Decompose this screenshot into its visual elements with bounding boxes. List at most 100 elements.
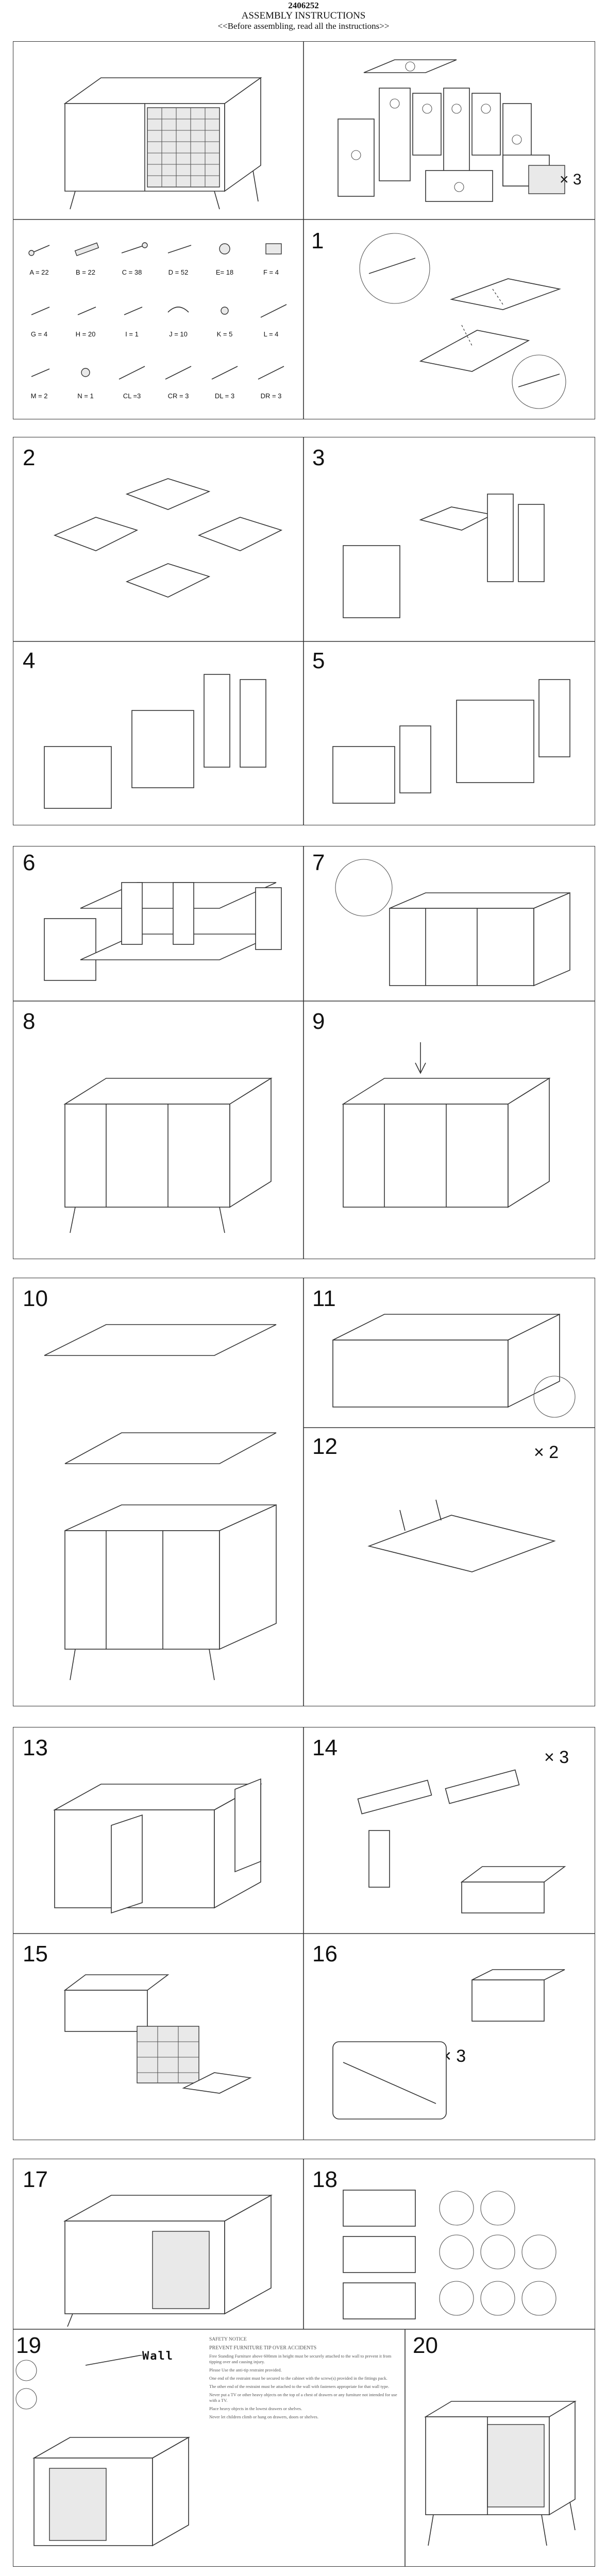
step-16-number: 16 — [312, 1941, 338, 1967]
hardware-item-cr: CR = 3 — [167, 392, 189, 400]
screw-k-icon — [221, 307, 229, 315]
hardware-item-cl: CL =3 — [123, 392, 141, 400]
handle-j-icon — [167, 307, 189, 313]
hardware-item-k: K = 5 — [216, 330, 233, 338]
hardware-item-i: I = 1 — [125, 330, 139, 338]
hardware-item-b: B = 22 — [76, 268, 95, 276]
sheet-steps-10-12: 10 11 12 × 2 — [13, 1278, 595, 1706]
step-4-number: 4 — [23, 648, 36, 673]
hardware-list: A = 22 B = 22 C = 38 D = 52 E= 18 F = 4 … — [19, 227, 297, 413]
step-1-illustration — [359, 233, 566, 409]
hardware-item-a: A = 22 — [29, 268, 49, 276]
hardware-item-c: C = 38 — [122, 268, 142, 276]
step-14-number: 14 — [312, 1735, 338, 1760]
step-6-number: 6 — [23, 850, 36, 875]
anchor-i-icon — [124, 307, 143, 315]
safety-line: Never put a TV or other heavy objects on… — [209, 2392, 397, 2403]
sheet-steps-2-5: 2 3 4 5 — [13, 437, 595, 825]
step-16-illustration — [332, 1969, 565, 2120]
cam-lock-e-icon — [219, 243, 230, 255]
step-14-multiplier: × 3 — [544, 1748, 569, 1767]
wall-label: Wall — [142, 2350, 174, 2363]
sheet-steps-6-9: 6 7 8 9 — [13, 846, 595, 1259]
hardware-row-1: A = 22 B = 22 C = 38 D = 52 E= 18 F = 4 — [19, 227, 297, 284]
screw-h-icon — [77, 307, 96, 315]
sheet-steps-6-9-lines — [13, 846, 595, 1259]
dowel-b-icon — [74, 242, 99, 257]
step-19-illustration — [15, 2355, 191, 2547]
hardware-item-m: M = 2 — [30, 392, 48, 400]
sheet-steps-2-5-lines — [13, 437, 595, 825]
step-11-illustration — [332, 1313, 576, 1418]
hardware-row-3: M = 2 N = 1 CL =3 CR = 3 DL = 3 DR = 3 — [19, 351, 297, 408]
hardware-item-dr: DR = 3 — [260, 392, 282, 400]
step-14-illustration — [357, 1769, 566, 1913]
sheet-steps-17-20: 17 18 19 Wall SAFETY NOTICE PREVENT FURN… — [13, 2159, 595, 2567]
safety-line: One end of the restraint must be secured… — [209, 2376, 387, 2381]
safety-line: Please Use the anti-tip restraint provid… — [209, 2367, 282, 2372]
step-1-number: 1 — [311, 228, 324, 253]
document-subtitle: <<Before assembling, read all the instru… — [217, 21, 390, 31]
cam-c-icon — [121, 242, 148, 253]
safety-line: The other end of the restraint must be a… — [209, 2384, 390, 2389]
step-10-number: 10 — [23, 1286, 48, 1311]
slide-cl-icon — [119, 366, 145, 380]
sheet-steps-17-20-lines — [13, 2159, 595, 2566]
screw-a-icon — [28, 245, 50, 256]
slide-dl-icon — [211, 366, 238, 380]
step-3-illustration — [343, 494, 545, 618]
safety-line: Never let children climb or hang on draw… — [209, 2414, 318, 2419]
sheet-overview-lines — [13, 42, 595, 419]
product-overview-illustration — [63, 77, 262, 210]
step-10-illustration — [44, 1324, 277, 1681]
screw-m-icon — [31, 368, 50, 377]
sheet-steps-13-16-lines — [13, 1727, 595, 2140]
document-title: ASSEMBLY INSTRUCTIONS — [241, 10, 366, 21]
step-20-illustration — [424, 2400, 577, 2546]
step-15-number: 15 — [23, 1941, 48, 1967]
step-6-illustration — [44, 882, 282, 981]
safety-line: Place heavy objects in the lowest drawer… — [209, 2406, 302, 2411]
safety-line: Free Standing Furniture above 600mm in h… — [209, 2353, 392, 2364]
slide-dr-icon — [258, 366, 284, 380]
screw-d-icon — [167, 245, 192, 253]
bracket-f-icon — [265, 243, 282, 255]
hardware-item-g: G = 4 — [30, 330, 48, 338]
step-12-illustration — [367, 1499, 556, 1572]
bolt-g-icon — [31, 307, 50, 315]
hardware-item-dl: DL = 3 — [214, 392, 235, 400]
safety-notice: SAFETY NOTICE PREVENT FURNITURE TIP OVER… — [209, 2337, 400, 2422]
hardware-item-l: L = 4 — [263, 330, 279, 338]
step-17-illustration — [63, 2194, 273, 2327]
parts-exploded-illustration — [338, 59, 565, 202]
safety-title: SAFETY NOTICE — [209, 2337, 247, 2342]
step-19-number: 19 — [16, 2333, 41, 2358]
step-15-illustration — [63, 1974, 252, 2094]
product-code: 2406252 — [288, 1, 319, 10]
lattice-door-pattern — [147, 107, 220, 188]
step-12-number: 12 — [312, 1434, 338, 1459]
leg-l-icon — [260, 304, 287, 318]
step-18-number: 18 — [312, 2167, 338, 2192]
step-13-illustration — [53, 1778, 263, 1914]
tip-restraint-n-icon — [81, 368, 90, 377]
hardware-item-e: E= 18 — [215, 268, 234, 276]
sheet-overview: × 3 A = 22 B = 22 C = 38 D = 52 E= 18 F … — [13, 41, 595, 419]
step-8-number: 8 — [23, 1009, 36, 1034]
slide-cr-icon — [165, 366, 192, 380]
step-2-number: 2 — [23, 445, 36, 470]
step-2-illustration — [53, 478, 283, 598]
step-5-illustration — [332, 679, 570, 804]
step-7-number: 7 — [312, 850, 325, 875]
hardware-item-n: N = 1 — [77, 392, 94, 400]
step-9-illustration — [342, 1042, 551, 1208]
step-4-illustration — [44, 674, 266, 809]
hardware-item-d: D = 52 — [168, 268, 189, 276]
step-8-illustration — [63, 1077, 273, 1233]
hardware-icons — [28, 242, 287, 380]
hardware-row-2: G = 4 H = 20 I = 1 J = 10 K = 5 L = 4 — [19, 289, 297, 346]
hardware-item-f: F = 4 — [263, 268, 279, 276]
step-5-number: 5 — [312, 648, 325, 673]
step-18-illustration — [343, 2190, 557, 2319]
sheet-steps-10-12-lines — [303, 1278, 595, 1706]
